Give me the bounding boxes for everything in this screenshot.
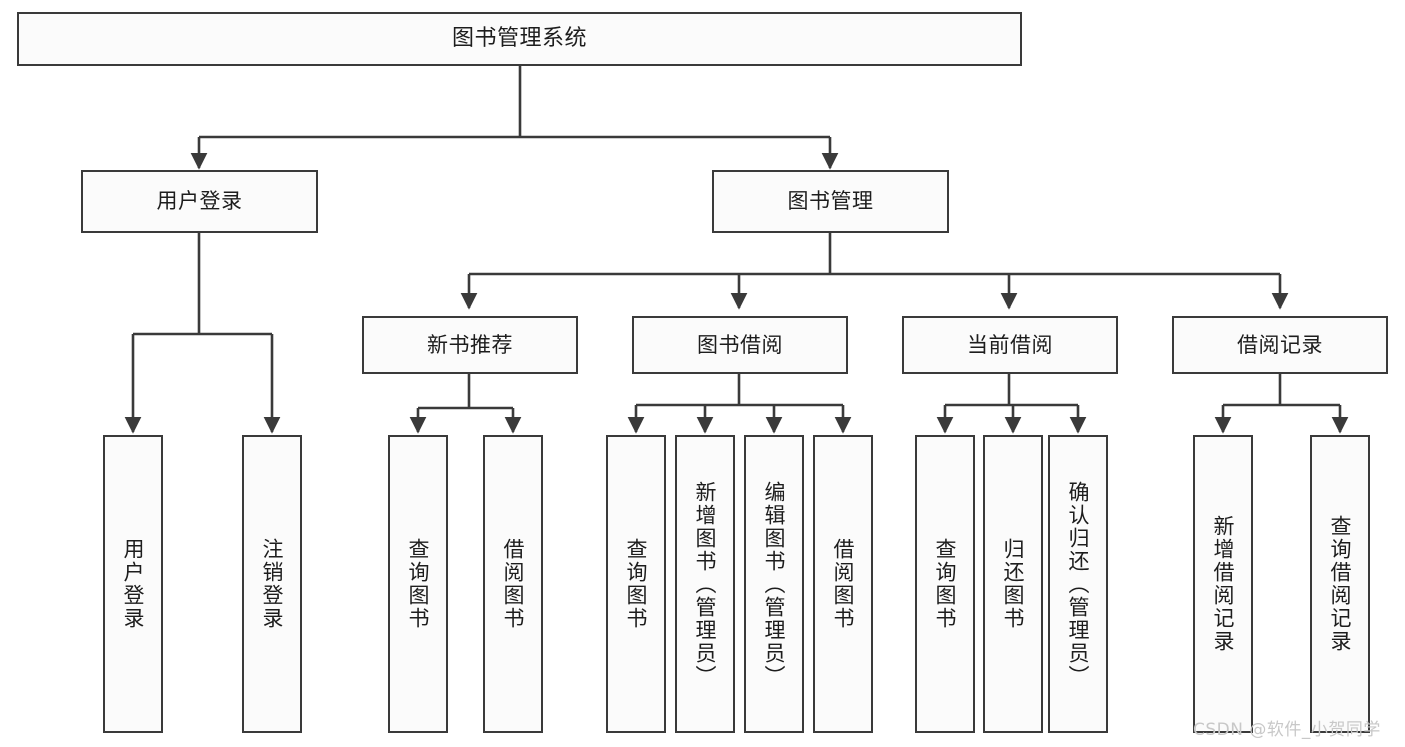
leaf-bb-borrow-book[interactable]: 借阅图书 (813, 435, 873, 733)
node-book-management[interactable]: 图书管理 (712, 170, 949, 233)
leaf-bb-edit-book-admin-label: 编辑图书（管理员） (762, 480, 787, 688)
leaf-nb-query-book-label: 查询图书 (406, 538, 431, 630)
leaf-bb-query-book[interactable]: 查询图书 (606, 435, 666, 733)
node-root-label: 图书管理系统 (451, 26, 587, 52)
node-user-login-label: 用户登录 (156, 189, 243, 214)
leaf-br-add-record[interactable]: 新增借阅记录 (1193, 435, 1253, 733)
leaf-br-add-record-label: 新增借阅记录 (1211, 515, 1236, 653)
leaf-nb-borrow-book[interactable]: 借阅图书 (483, 435, 543, 733)
leaf-cb-confirm-return-admin-label: 确认归还（管理员） (1066, 480, 1091, 688)
csdn-watermark: CSDN @软件_小贺同学 (1193, 720, 1381, 740)
leaf-nb-query-book[interactable]: 查询图书 (388, 435, 448, 733)
node-book-borrow[interactable]: 图书借阅 (632, 316, 848, 374)
node-root[interactable]: 图书管理系统 (17, 12, 1022, 66)
leaf-bb-borrow-book-label: 借阅图书 (831, 538, 856, 630)
node-new-book-recommend[interactable]: 新书推荐 (362, 316, 578, 374)
node-borrow-record-label: 借阅记录 (1237, 332, 1323, 357)
leaf-br-query-record[interactable]: 查询借阅记录 (1310, 435, 1370, 733)
leaf-cb-confirm-return-admin[interactable]: 确认归还（管理员） (1048, 435, 1108, 733)
leaf-logout[interactable]: 注销登录 (242, 435, 302, 733)
leaf-bb-edit-book-admin[interactable]: 编辑图书（管理员） (744, 435, 804, 733)
node-borrow-record[interactable]: 借阅记录 (1172, 316, 1388, 374)
leaf-cb-query-book[interactable]: 查询图书 (915, 435, 975, 733)
leaf-cb-return-book[interactable]: 归还图书 (983, 435, 1043, 733)
node-book-management-label: 图书管理 (787, 189, 874, 214)
leaf-bb-add-book-admin-label: 新增图书（管理员） (693, 480, 718, 688)
leaf-user-login[interactable]: 用户登录 (103, 435, 163, 733)
leaf-logout-label: 注销登录 (260, 538, 285, 630)
node-current-borrow-label: 当前借阅 (967, 332, 1053, 357)
leaf-cb-query-book-label: 查询图书 (933, 538, 958, 630)
leaf-user-login-label: 用户登录 (121, 538, 146, 630)
node-new-book-recommend-label: 新书推荐 (427, 332, 513, 357)
node-user-login[interactable]: 用户登录 (81, 170, 318, 233)
leaf-nb-borrow-book-label: 借阅图书 (501, 538, 526, 630)
leaf-br-query-record-label: 查询借阅记录 (1328, 515, 1353, 653)
leaf-cb-return-book-label: 归还图书 (1001, 538, 1026, 630)
leaf-bb-query-book-label: 查询图书 (624, 538, 649, 630)
node-current-borrow[interactable]: 当前借阅 (902, 316, 1118, 374)
leaf-bb-add-book-admin[interactable]: 新增图书（管理员） (675, 435, 735, 733)
node-book-borrow-label: 图书借阅 (697, 332, 783, 357)
